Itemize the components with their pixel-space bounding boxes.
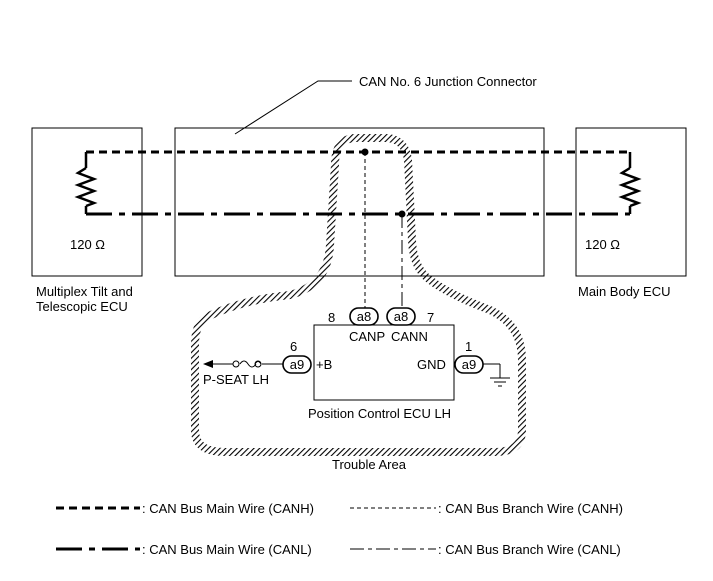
gnd-connector: a9 <box>454 355 484 374</box>
junction-connector-box <box>174 127 545 277</box>
legend-main-canh-label: : CAN Bus Main Wire (CANH) <box>142 501 314 516</box>
gnd-label: GND <box>417 357 446 372</box>
left-resistor-label: 120 Ω <box>70 237 105 252</box>
junction-leader-line <box>234 80 352 135</box>
plus-b-label: +B <box>316 357 332 372</box>
trouble-area-label: Trouble Area <box>332 457 407 472</box>
canp-connector-label: a8 <box>357 309 371 324</box>
canp-pin-number: 8 <box>328 310 335 325</box>
plus-b-connector: a9 <box>282 355 312 374</box>
cann-connector-label: a8 <box>394 309 408 324</box>
position-control-ecu-box <box>313 324 455 401</box>
p-seat-fuse-wire <box>212 360 283 368</box>
canp-connector: a8 <box>349 307 379 326</box>
left-ecu-label-line2: Telescopic ECU <box>36 299 128 314</box>
right-terminator-resistor <box>618 152 642 214</box>
left-ecu-label-line1: Multiplex Tilt and <box>36 284 133 299</box>
gnd-connector-label: a9 <box>462 357 476 372</box>
left-terminator-resistor <box>74 152 98 214</box>
junction-connector-label: CAN No. 6 Junction Connector <box>359 74 537 89</box>
canp-label: CANP <box>349 329 385 344</box>
cann-connector: a8 <box>386 307 416 326</box>
gnd-pin-number: 1 <box>465 339 472 354</box>
legend-main-canl-label: : CAN Bus Main Wire (CANL) <box>142 542 312 557</box>
right-resistor-label: 120 Ω <box>585 237 620 252</box>
right-ecu-label: Main Body ECU <box>578 284 670 299</box>
multiplex-tilt-telescopic-ecu-box <box>31 127 143 277</box>
legend-branch-canh-label: : CAN Bus Branch Wire (CANH) <box>438 501 623 516</box>
p-seat-label: P-SEAT LH <box>203 372 269 387</box>
position-control-ecu-label: Position Control ECU LH <box>308 406 451 421</box>
legend-branch-canl-label: : CAN Bus Branch Wire (CANL) <box>438 542 621 557</box>
plus-b-pin-number: 6 <box>290 339 297 354</box>
cann-label: CANN <box>391 329 428 344</box>
p-seat-arrow-icon <box>203 360 213 368</box>
trouble-area-outline <box>191 134 526 456</box>
main-body-ecu-box <box>575 127 687 277</box>
ground-icon <box>483 363 510 387</box>
plus-b-connector-label: a9 <box>290 357 304 372</box>
cann-pin-number: 7 <box>427 310 434 325</box>
